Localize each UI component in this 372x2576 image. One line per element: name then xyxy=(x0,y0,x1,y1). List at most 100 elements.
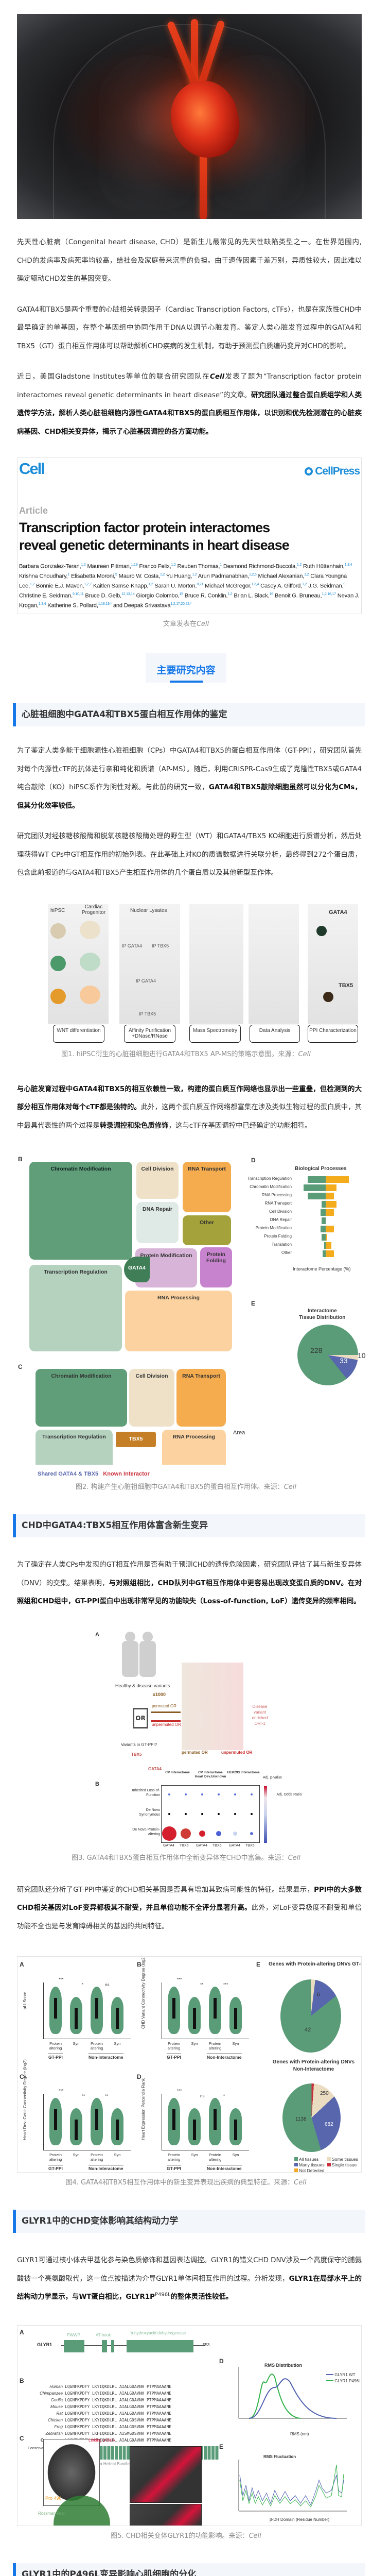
artery-shape xyxy=(200,153,207,219)
gata4-bar xyxy=(322,1201,326,1208)
dehydrogenase-domain xyxy=(127,2340,193,2352)
legend-item: Some tissues xyxy=(327,2157,360,2162)
legend-item: Single tissue xyxy=(327,2162,360,2168)
section-heading-3: GLYR1中的CHD变体影响其结构动力学 xyxy=(13,2210,365,2233)
author-name: Sarah U. Morton, xyxy=(154,583,197,589)
author-name: Barbara Gonzalez-Teran, xyxy=(19,563,81,570)
author-name: Clara Youngna Lee, xyxy=(19,573,347,589)
tab-underline xyxy=(169,681,203,683)
treemap-other: Other xyxy=(183,1215,231,1245)
treemap-rna-transport: RNA Transport xyxy=(183,1162,231,1212)
author-name: Franco Felix, xyxy=(139,563,171,570)
at-hook-domain xyxy=(102,2340,107,2352)
enrichment-dot xyxy=(218,1793,220,1795)
author-affiliation: 9 xyxy=(343,582,346,586)
author-affiliation: 1,2 xyxy=(148,582,153,586)
cellpress-logo: CellPress xyxy=(305,465,360,478)
figure-3-caption: 图3. GATA4和TBX5蛋白相互作用体中全新变异体在CHD中富集。来源：Ce… xyxy=(72,1854,300,1862)
figure-2-caption: 图2. 构建产生心脏祖细胞中GATA4和TBX5的蛋白相互作用体。来源：Cell xyxy=(76,1483,296,1491)
figure-4-caption: 图4. GATA4和TBX5相互作用体中的新生变异表现出疾病的典型特征。来源：C… xyxy=(65,2179,307,2187)
author-affiliation: 1,19 xyxy=(131,563,138,567)
enrichment-dot xyxy=(162,1826,176,1841)
author-affiliation: 1,2 xyxy=(302,582,307,586)
author-affiliation: 8,21 xyxy=(197,582,204,586)
author-affiliation: 1,2 xyxy=(296,563,302,567)
tbx5-bar xyxy=(326,1176,349,1183)
author-name: Michael Alexanian, xyxy=(258,573,305,580)
section-heading-2: CHD中GATA4:TBX5相互作用体富含新生变异 xyxy=(13,1514,365,1537)
section2-paragraph-2: 研究团队还分析了GT-PPI中鉴定的CHD相关基因是否具有增加其致病可能性的特征… xyxy=(17,1886,362,1930)
enrichment-dot xyxy=(201,1793,203,1795)
author-affiliation: 1 xyxy=(220,563,222,567)
treemap-c-rna-processing: RNA Processing xyxy=(162,1430,226,1465)
section2-paragraph-1: 为了确定在人类CPs中发现的GT相互作用是否有助于预测CHD的遗传危险因素，研究… xyxy=(17,1561,362,1605)
wt-structure-inset xyxy=(130,2446,202,2503)
author-name: Bruce R. Conklin, xyxy=(184,592,228,599)
gata4-bar xyxy=(322,1250,326,1257)
author-affiliation: 1,2 xyxy=(192,572,197,577)
enrichment-dot xyxy=(251,1812,253,1815)
gt-ppi-pie xyxy=(280,1979,341,2053)
gata4-bar xyxy=(307,1176,326,1183)
cellpress-icon xyxy=(305,467,313,476)
pwwp-domain xyxy=(64,2340,84,2352)
paper-title-card: Cell CellPress Article Transcription fac… xyxy=(17,457,362,614)
author-affiliation: 9,10,11 xyxy=(73,592,84,596)
paper-card-caption: 文章发表在Cell xyxy=(163,620,209,628)
author-affiliation: 12,13,14 xyxy=(121,592,135,596)
author-name: Bruce D. Gelb, xyxy=(85,592,121,599)
pvalue-colorbar xyxy=(264,1786,267,1843)
rms-distribution-chart xyxy=(238,2366,347,2419)
author-affiliation: 1,2,7 xyxy=(84,582,92,586)
author-list: Barbara Gonzalez-Teran,1,2 Maureen Pittm… xyxy=(19,561,361,610)
or-box: OR xyxy=(133,1707,148,1728)
person-icon xyxy=(125,1631,135,1642)
figure-3: A Healthy & disease variants x1000 OR pe… xyxy=(95,1631,302,1848)
author-affiliation: 1,2 xyxy=(81,563,86,567)
gata4-bar xyxy=(322,1234,326,1241)
author-name: Yu Huang, xyxy=(166,573,192,580)
author-affiliation: 1,2 xyxy=(29,582,35,586)
treemap-gata4-center: GATA4 xyxy=(124,1257,150,1282)
enrichment-dot xyxy=(216,1831,221,1836)
treemap-rna-processing: RNA Processing xyxy=(125,1291,232,1351)
section1-paragraph-3: 与心脏发育过程中GATA4和TBX5的相互依赖性一致，构建的蛋白质互作网络也显示… xyxy=(17,1085,362,1130)
legend-item: Not Detected xyxy=(294,2168,327,2172)
author-name: Nevan J. Krogan, xyxy=(19,592,360,609)
author-name: Arun Padmanabhan, xyxy=(198,573,249,580)
treemap-protein-folding: Protein Folding xyxy=(200,1247,232,1287)
treemap-c-rna-transport: RNA Transport xyxy=(176,1369,226,1427)
author-name: Giorgio Colombo, xyxy=(136,592,180,599)
author-affiliation: 1,2 xyxy=(227,592,233,596)
legend-shared: Shared GATA4 & TBX5 xyxy=(38,1471,99,1477)
author-name: Ruth Hüttenhain, xyxy=(303,563,345,570)
paper-title: Transcription factor protein interactome… xyxy=(19,520,290,553)
enrichment-dot xyxy=(234,1793,236,1795)
figure-2: B Chromatin Modification Cell Division R… xyxy=(17,1156,366,1465)
intro-paragraph-3: 近日，美国Gladstone Institutes等单位的联合研究团队在Cell… xyxy=(17,373,362,436)
enrichment-dot xyxy=(218,1812,220,1815)
section-heading-1: 心脏祖细胞中GATA4和TBX5蛋白相互作用体的鉴定 xyxy=(13,703,365,726)
author-affiliation: 1 xyxy=(67,572,70,577)
tbx5-bar xyxy=(326,1201,336,1208)
treemap-c-cell-division: Cell Division xyxy=(129,1369,174,1427)
intro-paragraph-2: GATA4和TBX5是两个重要的心脏相关转录因子（Cardiac Transcr… xyxy=(17,306,362,350)
author-affiliation: 1,2,6 xyxy=(249,572,257,577)
author-name: Maureen Pittman, xyxy=(87,563,131,570)
author-affiliation: 1,2 xyxy=(304,572,309,577)
author-affiliation: 5 xyxy=(115,572,117,577)
mut-structure-inset xyxy=(130,2503,202,2526)
author-name: Katherine S. Pollard, xyxy=(47,602,98,609)
treemap-tbx5-center: TBX5 xyxy=(116,1432,156,1447)
tissue-distribution-pie xyxy=(297,1325,358,1385)
enrichment-dot xyxy=(168,1793,170,1795)
gata4-bar xyxy=(303,1184,326,1191)
intro-paragraph-1: 先天性心脏病（Congenital heart disease, CHD）是新生… xyxy=(17,239,362,283)
gata4-bar xyxy=(324,1242,326,1249)
author-name: and Deepak Srivastava xyxy=(113,602,171,609)
